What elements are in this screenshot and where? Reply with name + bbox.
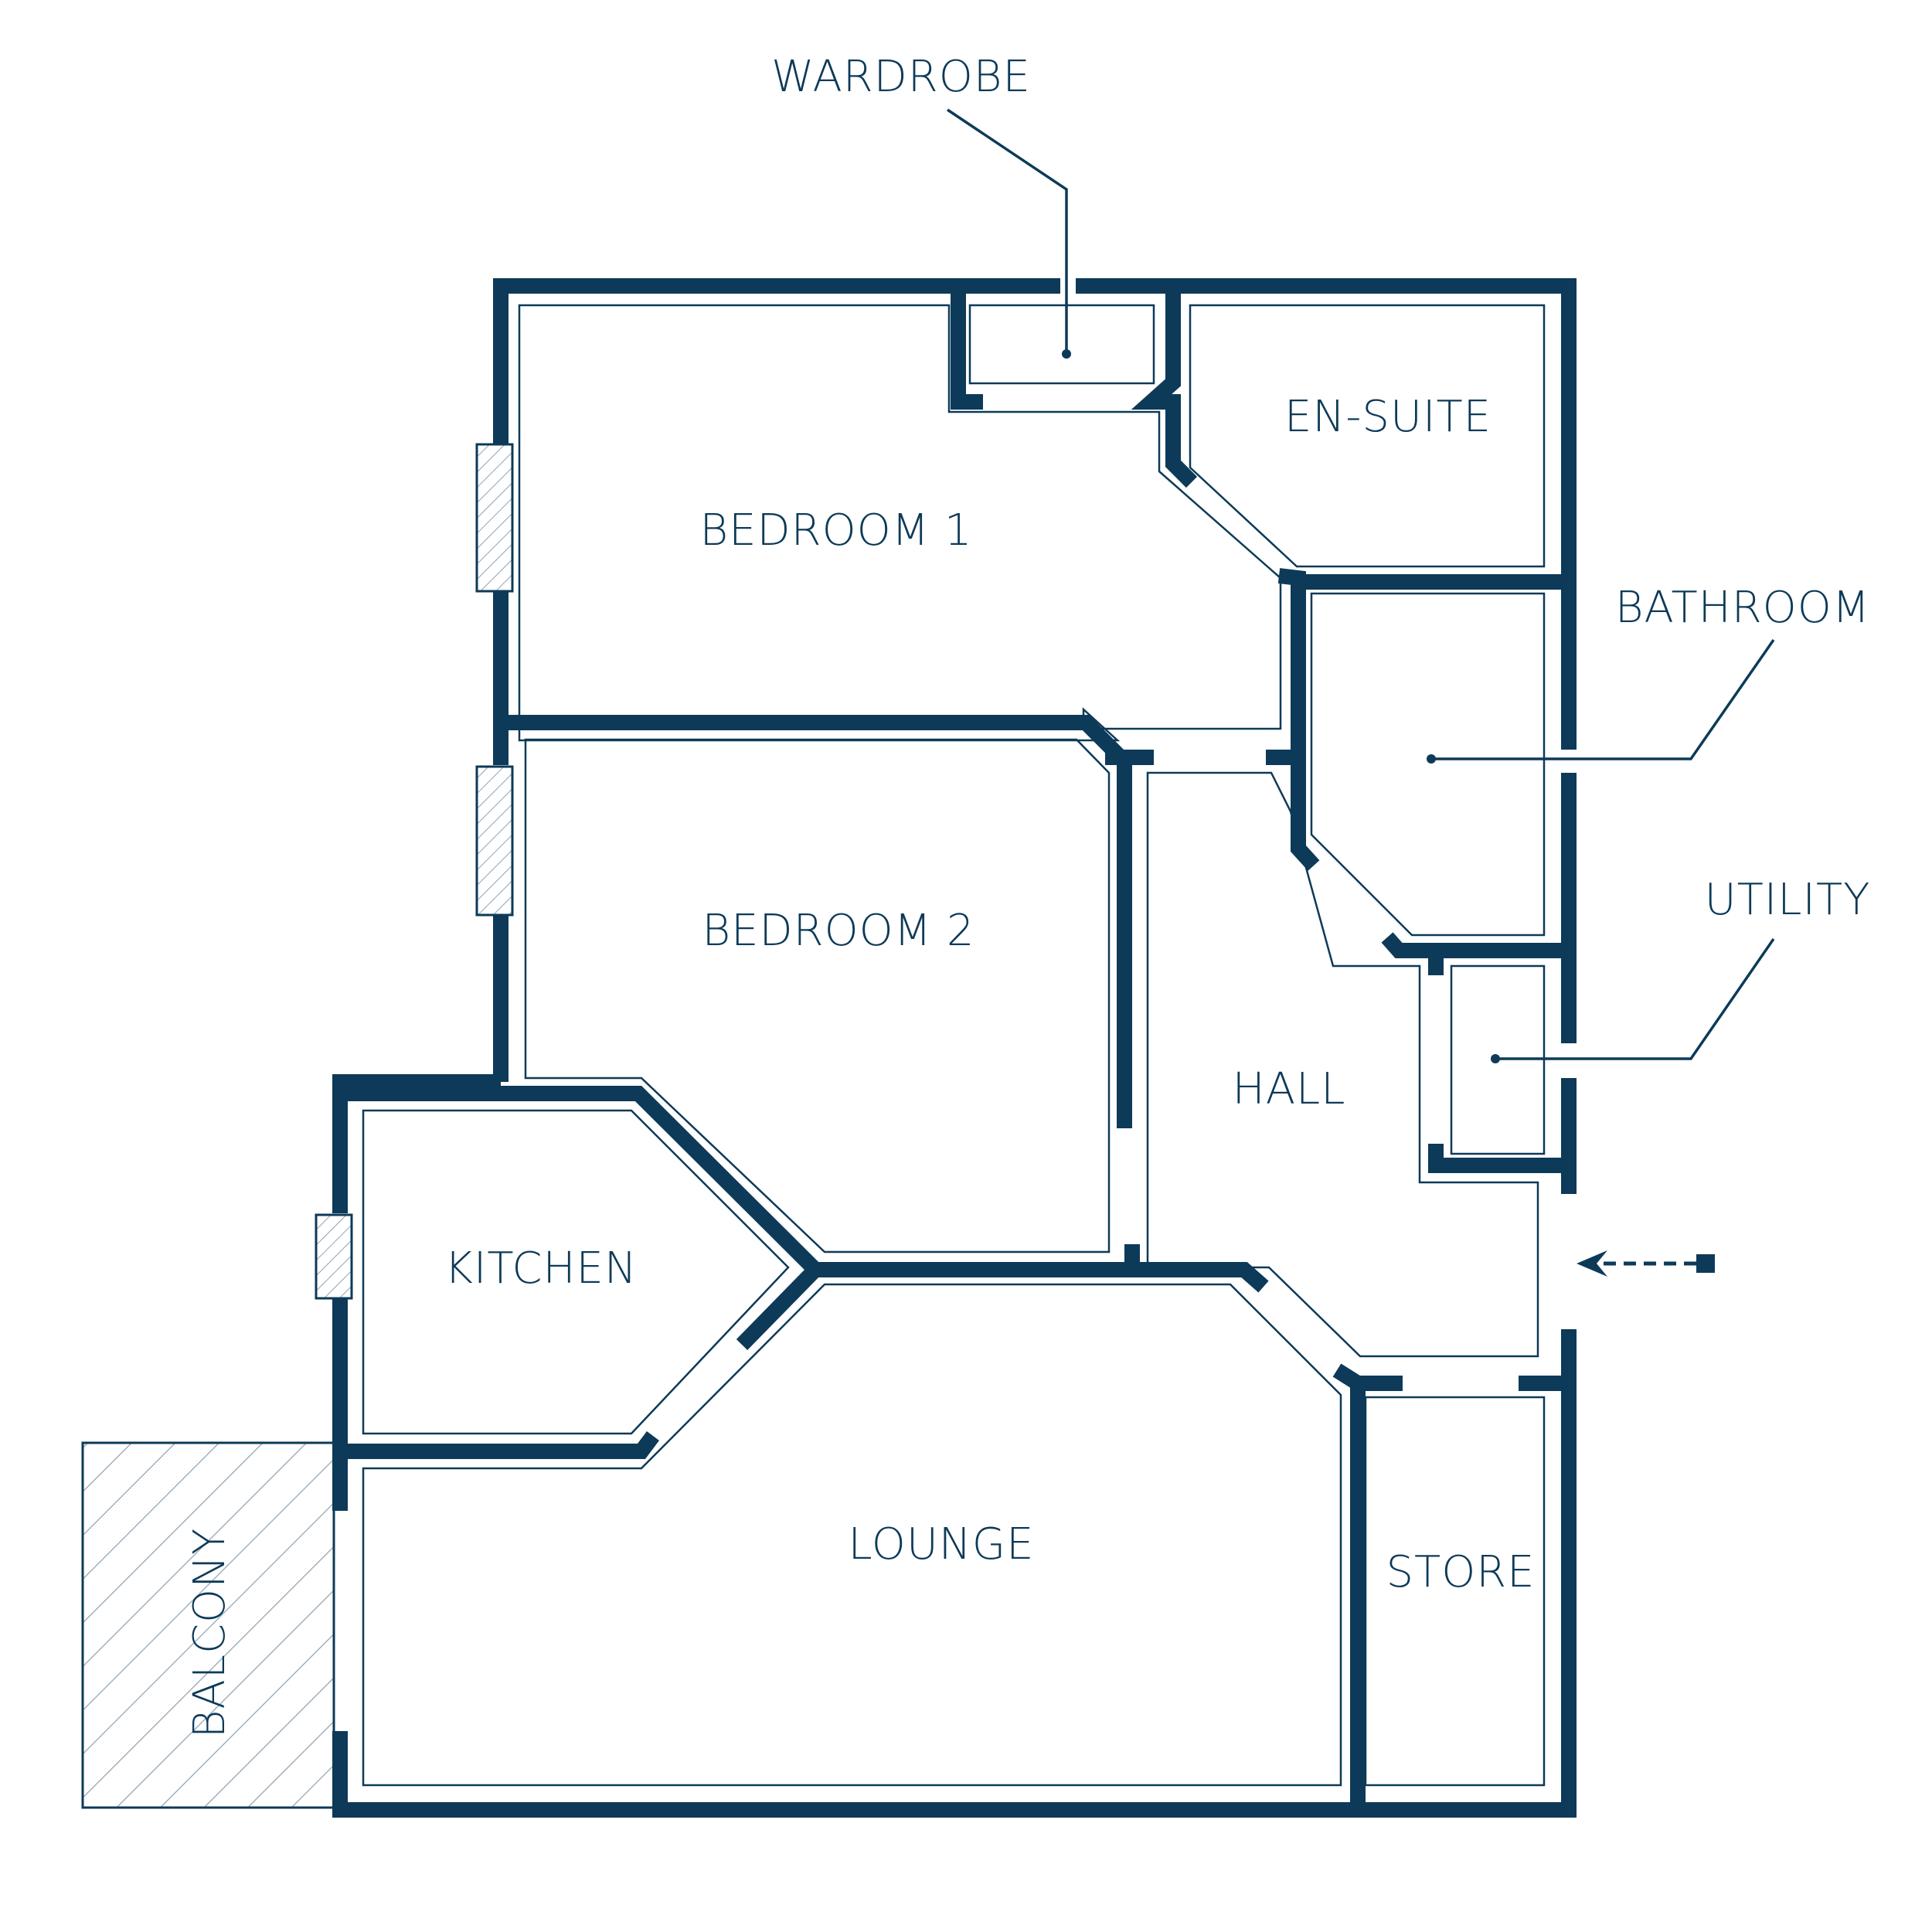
balcony-area: [81, 1441, 335, 1809]
label-hall: HALL: [1233, 1064, 1346, 1114]
label-lounge: LOUNGE: [849, 1519, 1035, 1570]
label-bathroom: BATHROOM: [1615, 583, 1870, 633]
window: [475, 443, 514, 593]
window: [315, 1213, 353, 1300]
label-wardrobe: WARDROBE: [771, 52, 1031, 102]
label-store: STORE: [1386, 1547, 1535, 1597]
label-balcony: BALCONY: [185, 1528, 235, 1738]
label-bedroom-1: BEDROOM 1: [700, 505, 973, 556]
window: [475, 765, 514, 917]
label-utility: UTILITY: [1705, 875, 1871, 925]
label-kitchen: KITCHEN: [444, 1243, 638, 1294]
walls: [332, 278, 1577, 1818]
label-en-suite: EN-SUITE: [1284, 392, 1492, 442]
callouts: [947, 108, 1775, 1063]
dashed-arrow-left-icon: [1577, 1250, 1715, 1277]
label-bedroom-2: BEDROOM 2: [702, 906, 975, 956]
